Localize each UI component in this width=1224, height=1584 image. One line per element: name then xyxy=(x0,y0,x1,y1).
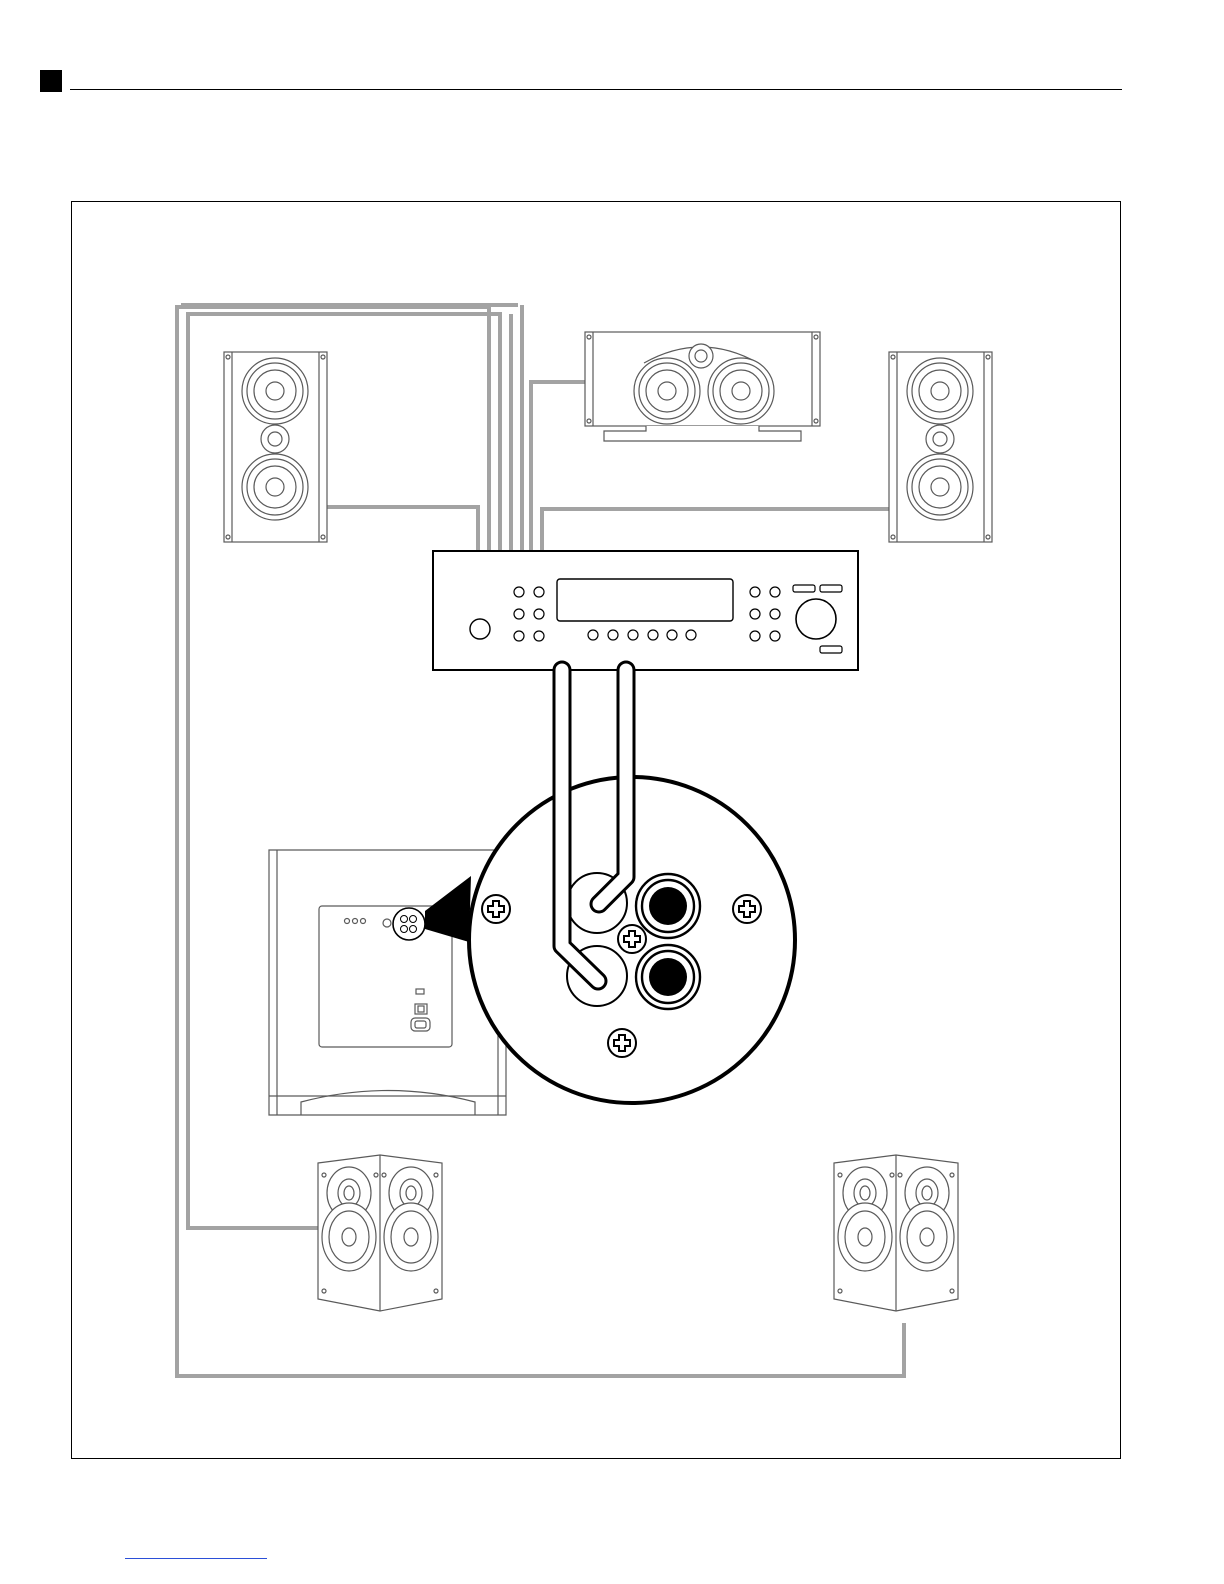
center-speaker xyxy=(585,332,820,441)
speaker-wiring-diagram xyxy=(72,202,1120,1458)
footer-link-underline[interactable] xyxy=(125,1558,267,1559)
front-left-speaker xyxy=(224,352,327,542)
page-marker-square xyxy=(40,70,62,92)
surround-left-speaker xyxy=(318,1155,442,1311)
header-rule xyxy=(70,89,1122,90)
wiring-diagram-frame xyxy=(71,201,1121,1459)
subwoofer-input-detail xyxy=(469,670,795,1103)
av-receiver xyxy=(433,551,858,670)
front-right-speaker xyxy=(889,352,992,542)
surround-right-speaker xyxy=(834,1155,958,1311)
